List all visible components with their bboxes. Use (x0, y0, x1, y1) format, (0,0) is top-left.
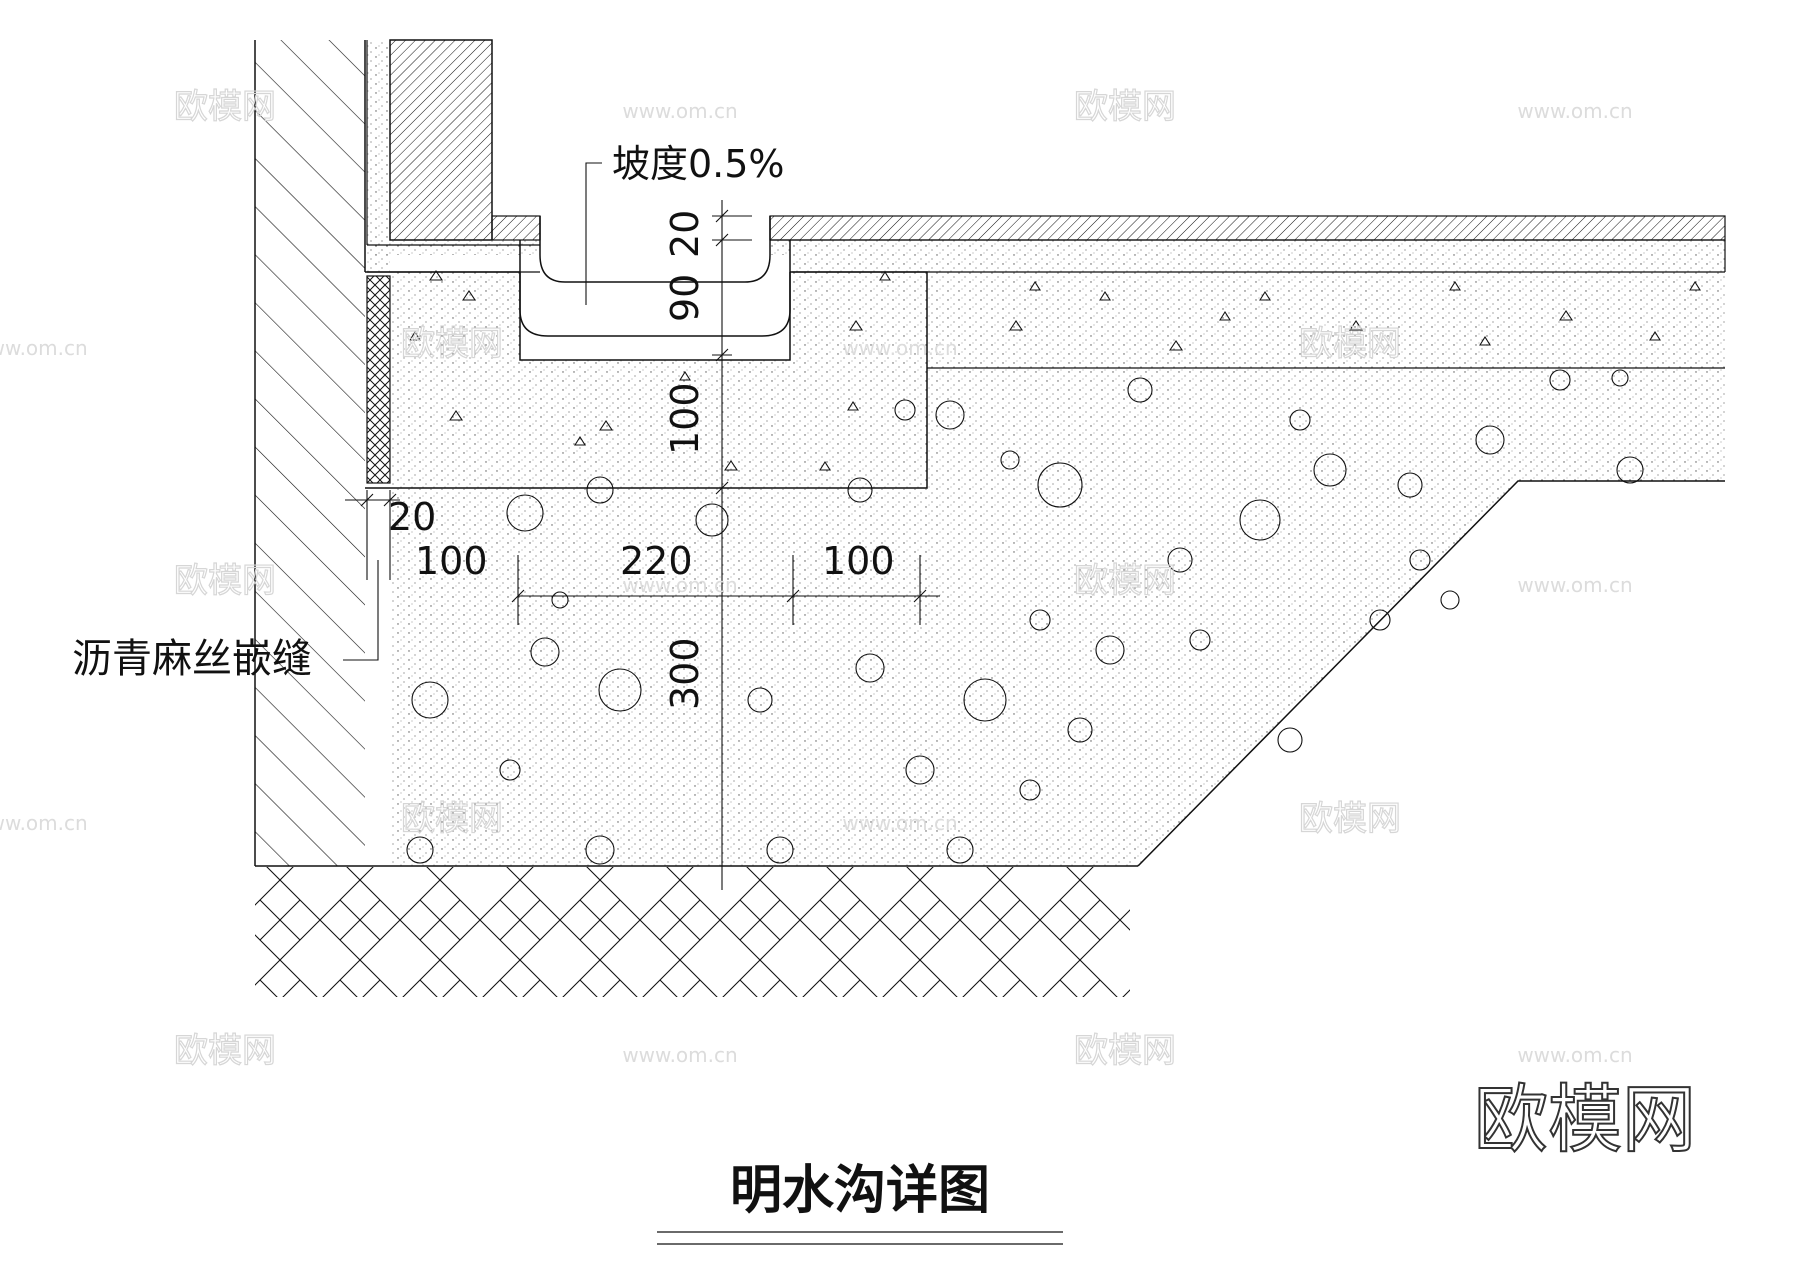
watermark-url: www.om.cn (1517, 1043, 1632, 1067)
dim-90: 90 (663, 274, 707, 322)
watermark-url: www.om.cn (1517, 573, 1632, 597)
gravel-pebble (551, 591, 569, 609)
gravel-pebble (935, 400, 965, 430)
gravel-pebble (766, 836, 794, 864)
gravel-pebble (894, 399, 916, 421)
watermark-brand: 欧模网 (174, 561, 276, 601)
dim-300: 300 (663, 637, 707, 710)
gravel-pebble (1369, 609, 1391, 631)
watermark-brand: 欧模网 (1074, 87, 1176, 127)
gravel-pebble (406, 836, 434, 864)
gravel-pebble (1277, 727, 1303, 753)
brick-wall-upper (366, 39, 493, 272)
watermark-brand: 欧模网 (401, 799, 503, 839)
brand-logo: 欧模网 (1473, 1076, 1697, 1164)
watermark-brand: 欧模网 (1074, 1031, 1176, 1071)
watermark-url: www.om.cn (622, 1043, 737, 1067)
gravel-pebble (1289, 409, 1311, 431)
gravel-pebble (586, 476, 614, 504)
watermark-url: www.om.cn (0, 811, 88, 835)
gravel-pebble (598, 668, 642, 712)
watermark-brand: 欧模网 (401, 324, 503, 364)
gravel-pebble (1000, 450, 1020, 470)
gravel-pebble (905, 755, 935, 785)
gravel-pebble (695, 503, 729, 537)
base-course-layer (927, 272, 1725, 369)
watermark-brand: 欧模网 (174, 87, 276, 127)
gravel-pebble (1409, 549, 1431, 571)
gravel-pebble (946, 836, 974, 864)
gravel-pebble (1549, 369, 1571, 391)
gravel-pebble (1095, 635, 1125, 665)
dim-20-top: 20 (663, 210, 707, 258)
slope-label: 坡度0.5% (612, 142, 785, 186)
asphalt-hemp-joint (366, 275, 391, 484)
concrete-channel-body (365, 270, 928, 489)
watermark-brand: 欧模网 (174, 1031, 276, 1071)
gravel-pebble (1397, 472, 1423, 498)
gravel-pebble (1127, 377, 1153, 403)
watermark-brand: 欧模网 (1074, 561, 1176, 601)
drawing-title-block: 明水沟详图 (657, 1161, 1063, 1245)
gravel-pebble (1019, 779, 1041, 801)
gravel-pebble (1239, 499, 1281, 541)
gravel-pebble (1029, 609, 1051, 631)
dim-100-right: 100 (822, 539, 895, 583)
watermark-url: www.om.cn (1517, 99, 1632, 123)
gravel-pebble (411, 681, 449, 719)
watermark-url: www.om.cn (0, 336, 88, 360)
annotation-text: 坡度0.5% 沥青麻丝嵌缝 20 90 100 300 20 100 220 1… (72, 142, 895, 710)
drawing-title: 明水沟详图 (730, 1161, 990, 1221)
open-ditch-channel (519, 216, 791, 337)
gravel-pebble (1611, 369, 1629, 387)
dim-220: 220 (620, 539, 693, 583)
gravel-pebble (1440, 590, 1460, 610)
watermark-url: www.om.cn (622, 99, 737, 123)
gravel-pebble (1037, 462, 1083, 508)
gravel-pebble (1475, 425, 1505, 455)
gravel-pebble (963, 678, 1007, 722)
gravel-pebble (1313, 453, 1347, 487)
gravel-pebble (1167, 547, 1193, 573)
joint-label: 沥青麻丝嵌缝 (72, 636, 312, 682)
gravel-pebble (506, 494, 544, 532)
watermark-url: www.om.cn (842, 811, 957, 835)
dim-100-vertical: 100 (663, 382, 707, 455)
gravel-pebble (747, 687, 773, 713)
gravel-pebble (847, 477, 873, 503)
watermark-brand: 欧模网 (1299, 324, 1401, 364)
watermarks: 欧模网 www.om.cn 欧模网 www.om.cn 欧模网 www.om.cn 欧模网 w… (0, 86, 1633, 1071)
watermark-url: www.om.cn (842, 336, 957, 360)
compacted-soil (255, 867, 1130, 997)
gravel-pebble (1616, 456, 1644, 484)
gravel-pebble (585, 835, 615, 865)
dim-20-side: 20 (388, 495, 436, 539)
gravel-pebble (530, 637, 560, 667)
brand-logo-text: 欧模网 (1474, 1077, 1696, 1163)
gravel-pebble (1067, 717, 1093, 743)
paving-surface-layers (367, 215, 1726, 273)
watermark-brand: 欧模网 (1299, 799, 1401, 839)
gravel-pebble (1189, 629, 1211, 651)
dimension-lines (343, 162, 940, 890)
left-wall (254, 40, 366, 866)
gravel-pebble (499, 759, 521, 781)
gravel-pebble (855, 653, 885, 683)
watermark-url: www.om.cn (622, 573, 737, 597)
gravel-cushion-layer (255, 368, 1725, 867)
dim-100-left: 100 (415, 539, 488, 583)
